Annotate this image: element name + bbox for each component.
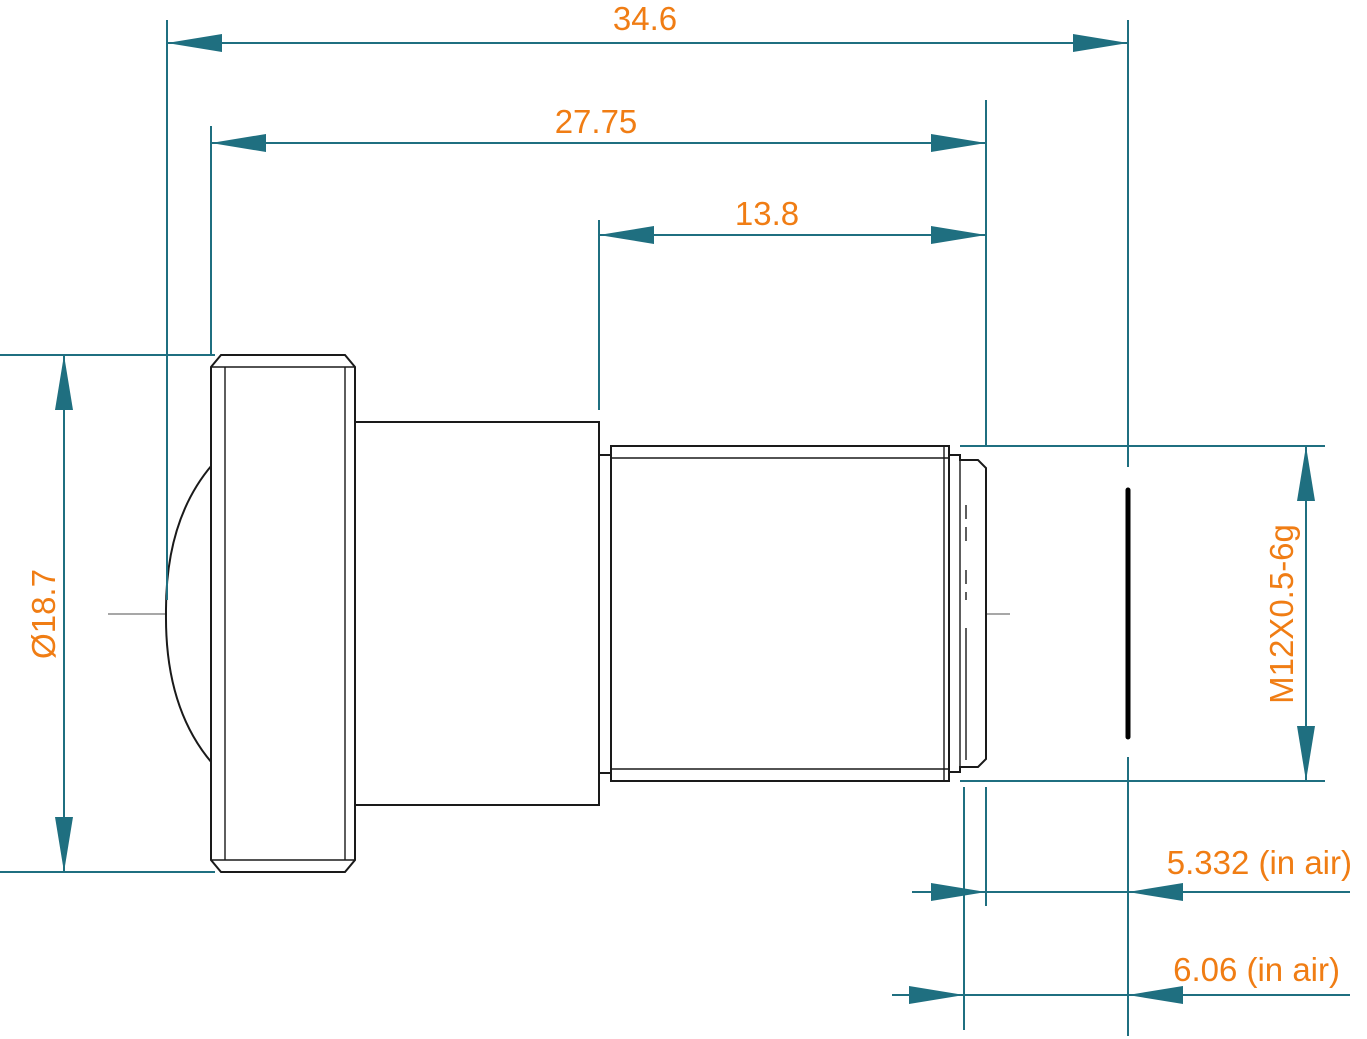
dim-bfl-2-label: 6.06 (in air) [1173, 951, 1340, 988]
dim-diameter: Ø18.7 [25, 355, 73, 872]
dim-overall-length-label: 34.6 [613, 0, 677, 37]
dim-thread-spec-label: M12X0.5-6g [1263, 524, 1300, 704]
lens-body [164, 354, 987, 873]
extension-lines [0, 20, 1325, 1036]
front-flange [210, 354, 356, 873]
dim-thread-spec: M12X0.5-6g [1263, 446, 1315, 781]
dim-bfl-2: 6.06 (in air) [892, 951, 1350, 1004]
threaded-barrel [610, 445, 950, 782]
dim-bfl-1: 5.332 (in air) [912, 844, 1352, 901]
front-dome [164, 464, 213, 764]
dim-overall-length: 34.6 [167, 0, 1128, 52]
dim-diameter-label: Ø18.7 [25, 569, 62, 659]
rear-cap [948, 454, 987, 773]
dim-thread-length-label: 13.8 [735, 195, 799, 232]
barrel-step [598, 454, 612, 774]
dim-thread-length: 13.8 [599, 195, 986, 244]
dim-bfl-1-label: 5.332 (in air) [1167, 844, 1352, 881]
dim-mid-length-label: 27.75 [555, 103, 638, 140]
dim-mid-length: 27.75 [211, 103, 986, 152]
middle-barrel [354, 421, 600, 806]
